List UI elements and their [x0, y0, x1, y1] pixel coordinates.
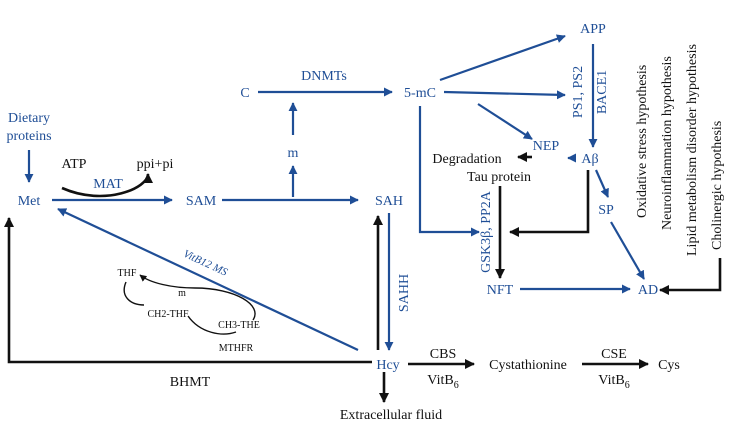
- hypothesis-oxidative-stress: Oxidative stress hypothesis: [635, 65, 650, 218]
- m-folate-label: m: [178, 288, 186, 299]
- ch2-thf-label: CH2-THF: [147, 309, 189, 320]
- arrow-mat-curve: [61, 173, 153, 198]
- arrow-abeta-to-sp: [594, 169, 610, 198]
- m-methyl-label: m: [288, 146, 299, 161]
- tau-protein-label: Tau protein: [467, 170, 531, 185]
- arrow-hypotheses-to-ad: [659, 258, 722, 295]
- sahh-label: SAHH: [397, 274, 412, 312]
- dietary-proteins-label-1: Dietary: [8, 111, 50, 126]
- ppi-pi-label: ppi+pi: [137, 157, 174, 172]
- arrow-5mc-to-app: [439, 34, 566, 82]
- arrow-5mc-to-nep: [477, 103, 533, 140]
- arrow-5mc-to-gsk: [418, 106, 480, 237]
- sah-node: SAH: [375, 194, 403, 209]
- sam-node: SAM: [186, 194, 217, 209]
- cse-label: CSE: [601, 347, 627, 362]
- 5mc-node: 5-mC: [404, 86, 436, 101]
- mat-enzyme-label: MAT: [93, 177, 123, 192]
- extracellular-fluid-label: Extracellular fluid: [340, 408, 442, 423]
- cystathionine-node: Cystathionine: [489, 358, 567, 373]
- hypothesis-cholinergic: Cholinergic hypothesis: [710, 121, 725, 250]
- dnmts-label: DNMTs: [301, 69, 347, 84]
- met-node: Met: [18, 194, 41, 209]
- hcy-node: Hcy: [376, 358, 399, 373]
- ps1-ps2-label: PS1, PS2: [571, 66, 586, 118]
- bace1-label: BACE1: [595, 70, 610, 114]
- arrow-hcy-to-met-bhmt: [3, 217, 372, 364]
- thf-label: THF: [118, 268, 137, 279]
- cys-node: Cys: [658, 358, 680, 373]
- vitb6-label-2: VitB6: [598, 373, 629, 391]
- arrow-folate-cycle-right: [139, 274, 256, 321]
- vitb12-ms-label: VitB12 MS: [181, 248, 229, 279]
- mthfr-label: MTHFR: [219, 343, 254, 354]
- gsk3b-pp2a-label: GSK3β, PP2A: [479, 190, 494, 273]
- dietary-proteins-label-2: proteins: [6, 129, 51, 144]
- abeta-node: Aβ: [581, 152, 598, 167]
- arrow-folate-cycle-bottom: [187, 315, 237, 335]
- arrow-abeta-to-tau: [509, 170, 590, 237]
- cbs-label: CBS: [430, 347, 456, 362]
- c-node: C: [240, 86, 249, 101]
- nft-node: NFT: [487, 283, 514, 298]
- arrow-hcy-to-met-vitb12: [57, 208, 359, 351]
- arrow-sp-to-ad: [610, 221, 645, 280]
- bhmt-label: BHMT: [170, 375, 211, 390]
- degradation-label: Degradation: [432, 152, 501, 167]
- ch3-the-label: CH3-THE: [218, 320, 260, 331]
- vitb6-label-1: VitB6: [427, 373, 458, 391]
- hypothesis-lipid-metabolism: Lipid metabolism disorder hypothesis: [685, 44, 700, 256]
- arrow-folate-cycle-left: [123, 281, 145, 306]
- hypothesis-neuroinflammation: Neuroinflammation hypothesis: [660, 56, 675, 230]
- nep-node: NEP: [533, 139, 560, 154]
- vitb6-subscript-2: 6: [625, 380, 630, 391]
- vitb6-subscript-1: 6: [454, 380, 459, 391]
- app-node: APP: [580, 22, 606, 37]
- arrow-5mc-to-bace: [443, 90, 566, 100]
- ad-node: AD: [638, 283, 658, 298]
- atp-label: ATP: [62, 157, 87, 172]
- sp-node: SP: [598, 203, 614, 218]
